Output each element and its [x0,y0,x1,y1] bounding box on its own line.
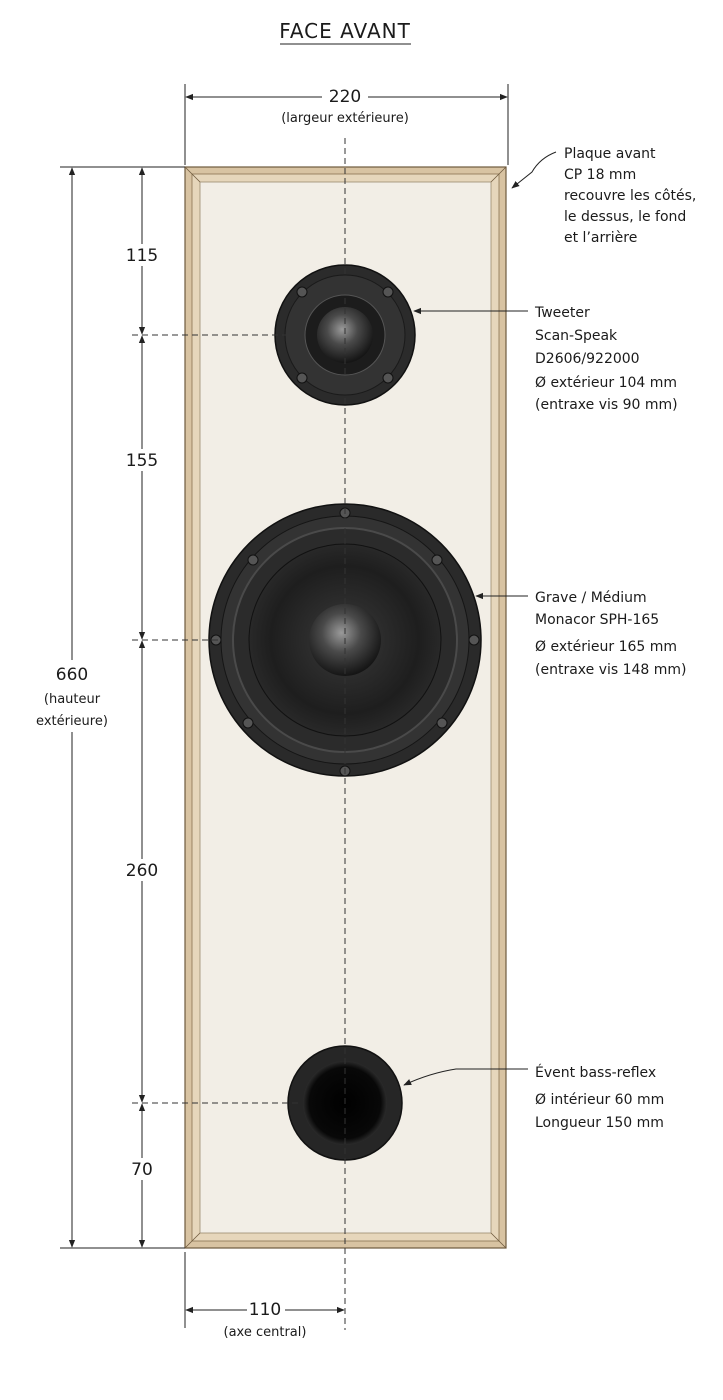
woofer-note-3: Ø extérieur 165 mm [535,639,677,655]
tweeter-screw-tl [296,286,308,298]
plate-note-4: le dessus, le fond [564,209,686,225]
tweeter-screw-bl [296,372,308,384]
bevel-bl [184,1232,201,1249]
height-value: 660 [56,665,88,685]
tweeter [274,264,416,406]
woofer-note-4: (entraxe vis 148 mm) [535,662,687,678]
bevel-br [490,1232,507,1249]
bevel-tl [184,166,201,183]
bevel-tr [490,166,507,183]
height-label-bg [20,660,124,732]
height-caption-2: extérieure) [36,714,108,729]
tweeter-screw-br [382,372,394,384]
tweeter-note-2: Scan-Speak [535,328,618,344]
center-dim-value: 110 [249,1300,281,1320]
woofer-screw-bl [242,717,254,729]
plate-note-2: CP 18 mm [564,167,636,183]
port-note-3: Longueur 150 mm [535,1115,664,1131]
tweeter-screw-tr [382,286,394,298]
height-caption-1: (hauteur [44,692,101,707]
width-label-bg [322,86,368,106]
tweeter-note-3: D2606/922000 [535,351,640,367]
seg-3-value: 260 [126,861,158,881]
plate-note-5: et l’arrière [564,230,637,246]
width-value: 220 [329,87,361,107]
seg-4-label-bg [124,1158,160,1180]
port-leader [403,1068,528,1086]
tweeter-note-5: (entraxe vis 90 mm) [535,397,678,413]
seg-4-value: 70 [131,1160,153,1180]
woofer-note-1: Grave / Médium [535,590,647,606]
center-dim-label-bg [247,1299,285,1319]
tweeter-note-4: Ø extérieur 104 mm [535,375,677,391]
port-note-2: Ø intérieur 60 mm [535,1092,664,1108]
seg-1-label-bg [124,244,160,266]
seg-2-value: 155 [126,451,158,471]
woofer-screw-tr [431,554,443,566]
tweeter-dome [317,307,373,363]
page-title: FACE AVANT [279,19,411,43]
port-note-1: Évent bass-reflex [535,1064,656,1081]
plate-note-1: Plaque avant [564,146,656,162]
plate-note-3: recouvre les côtés, [564,188,696,204]
woofer-screw-tl [247,554,259,566]
seg-1-value: 115 [126,246,158,266]
width-caption: (largeur extérieure) [281,111,409,126]
plate-leader [511,151,557,189]
center-dim-caption: (axe central) [224,1325,307,1340]
tweeter-note-1: Tweeter [534,305,590,321]
seg-2-label-bg [124,449,160,471]
woofer-screw-br [436,717,448,729]
woofer-note-2: Monacor SPH-165 [535,612,659,628]
woofer-screw-right [468,634,480,646]
seg-3-label-bg [124,859,160,881]
